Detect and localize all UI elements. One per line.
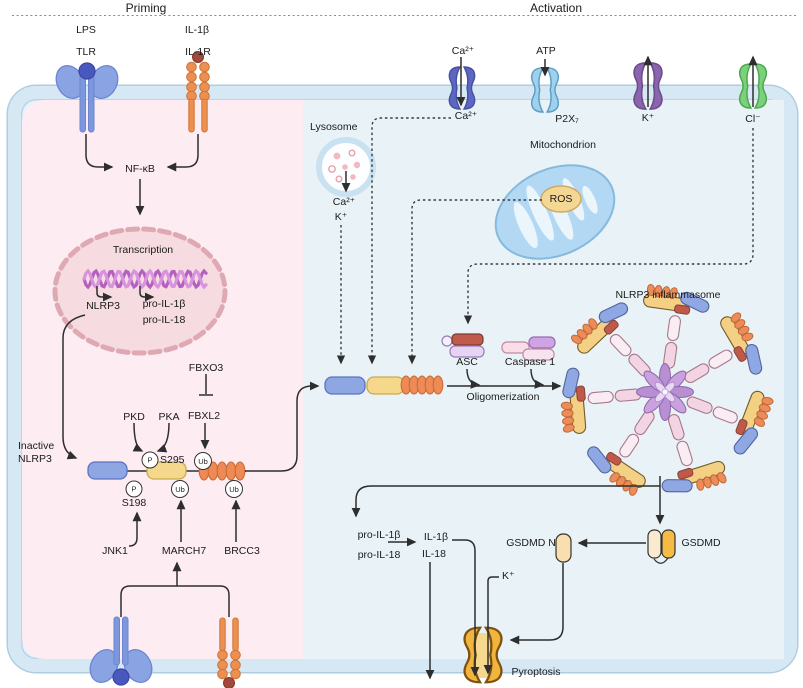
brcc3-label: BRCC3 — [224, 545, 260, 557]
ros-label: ROS — [549, 193, 573, 205]
ubiquitin-badge-top: Ub — [194, 452, 212, 470]
fbxo3-label: FBXO3 — [188, 362, 224, 374]
pka-label: PKA — [158, 411, 180, 423]
ca-lysosome-label: Ca²⁺ — [332, 196, 356, 208]
k-lysosome-label: K⁺ — [334, 211, 348, 223]
il1b-label: IL-1β — [423, 531, 449, 543]
ca-intracellular-label: Ca²⁺ — [454, 110, 478, 122]
gsdmd-n-label: GSDMD N — [506, 537, 556, 549]
nlrp3-gene-label: NLRP3 — [86, 300, 120, 312]
gsdmd-label: GSDMD — [681, 537, 721, 549]
march7-label: MARCH7 — [161, 545, 207, 557]
k-channel-label: K⁺ — [641, 112, 655, 124]
lps-ligand-ball — [78, 62, 96, 80]
transcription-label: Transcription — [112, 244, 174, 256]
s198-label: S198 — [121, 497, 147, 509]
il1r-label: IL-1R — [185, 46, 211, 58]
fbxl2-label: FBXL2 — [187, 410, 221, 422]
phospho-badge-s198: P — [125, 480, 143, 498]
pyroptosis-label: Pyroptosis — [511, 666, 561, 678]
il18-label: IL-18 — [422, 548, 446, 560]
cl-channel-label: Cl⁻ — [745, 113, 761, 125]
pro-il1b-gene-label: pro-IL-1β — [142, 298, 186, 310]
mitochondrion-label: Mitochondrion — [530, 139, 596, 151]
il1b-ligand-label: IL-1β — [184, 24, 210, 36]
priming-region — [22, 100, 303, 659]
p2x7-label: P2X₇ — [555, 113, 579, 125]
ca-extracellular-label: Ca²⁺ — [451, 45, 475, 57]
nlrp3-inflammasome-label: NLRP3 inflammasome — [615, 289, 721, 301]
ubiquitin-badge-lrr: Ub — [225, 480, 243, 498]
caspase1-label: Caspase 1 — [504, 356, 556, 368]
activation-region — [303, 100, 784, 659]
tlr-label: TLR — [76, 46, 96, 58]
phospho-badge-s295: P — [141, 451, 159, 469]
s295-label: S295 — [160, 454, 185, 466]
atp-label: ATP — [536, 45, 556, 57]
lps-label: LPS — [76, 24, 96, 36]
priming-section-label: Priming — [125, 1, 167, 15]
jnk1-label: JNK1 — [102, 545, 128, 557]
lysosome-label: Lysosome — [310, 121, 358, 133]
asc-label: ASC — [456, 356, 478, 368]
pkd-label: PKD — [123, 411, 145, 423]
ubiquitin-badge-nacht: Ub — [171, 480, 189, 498]
pro-il18-gene-label: pro-IL-18 — [142, 314, 186, 326]
k-pore-label: K⁺ — [502, 570, 515, 582]
pro-il1b-label: pro-IL-1β — [357, 529, 401, 541]
activation-section-label: Activation — [529, 1, 583, 15]
inactive-nlrp3-label: Inactive NLRP3 — [18, 440, 55, 466]
pro-il18-label: pro-IL-18 — [357, 549, 401, 561]
nfkb-label: NF-κB — [125, 163, 155, 175]
oligomerization-label: Oligomerization — [466, 391, 540, 403]
